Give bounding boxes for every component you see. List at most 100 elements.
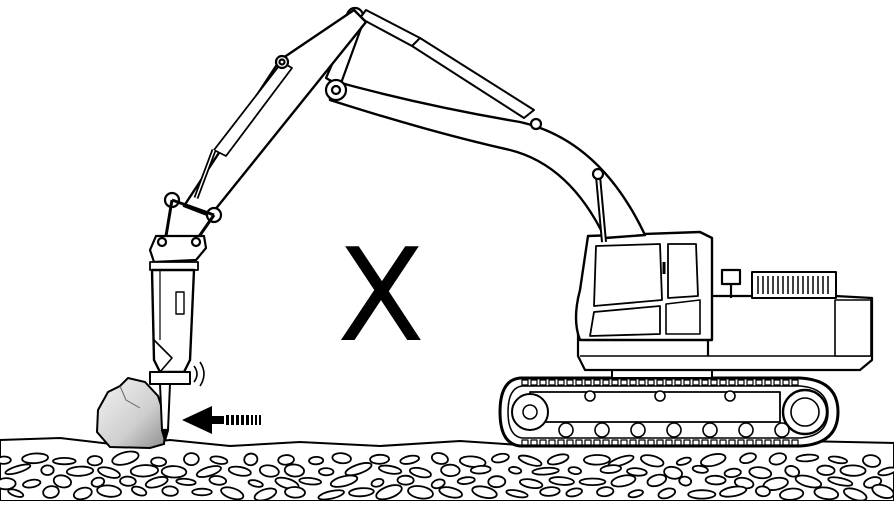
track-link: [630, 440, 636, 445]
ground-stone: [580, 479, 606, 486]
ground-stone: [88, 456, 103, 466]
track-link: [594, 380, 600, 385]
track-link: [531, 380, 537, 385]
ground-stone: [192, 489, 212, 496]
track-link: [729, 440, 735, 445]
track-link: [540, 380, 546, 385]
track-link: [531, 440, 537, 445]
track-roller: [667, 423, 681, 437]
ground-stone: [488, 476, 505, 488]
track-link: [612, 440, 618, 445]
track-roller: [595, 423, 609, 437]
track-link: [711, 440, 717, 445]
ground-stone: [817, 465, 835, 475]
ground-stone: [840, 465, 865, 476]
ground-stone: [162, 486, 178, 496]
track-link: [711, 380, 717, 385]
track-link: [738, 440, 744, 445]
track-link: [585, 380, 591, 385]
track-roller: [631, 423, 645, 437]
prohibition-mark: X: [336, 232, 426, 362]
ground-stone: [370, 454, 389, 464]
track-link: [522, 440, 528, 445]
track-link: [576, 440, 582, 445]
track-link: [666, 380, 672, 385]
ground-stone: [162, 466, 187, 478]
track-link: [540, 440, 546, 445]
ground-stone: [0, 456, 11, 464]
track-link: [576, 380, 582, 385]
track-link: [630, 380, 636, 385]
track-link: [567, 440, 573, 445]
carrier-roller: [725, 391, 735, 401]
track-link: [675, 440, 681, 445]
track-link: [666, 440, 672, 445]
track-link: [603, 380, 609, 385]
track-roller: [703, 423, 717, 437]
track-link: [702, 380, 708, 385]
track-link: [558, 440, 564, 445]
track-link: [657, 380, 663, 385]
push-direction-arrow-icon: [182, 406, 261, 434]
track-link: [603, 440, 609, 445]
upper-structure: [576, 232, 872, 378]
ground-stone: [176, 478, 196, 486]
track-link: [747, 440, 753, 445]
track-link: [747, 380, 753, 385]
track-link: [792, 380, 798, 385]
track-roller: [739, 423, 753, 437]
track-link: [783, 440, 789, 445]
track-link: [684, 380, 690, 385]
track-link: [720, 440, 726, 445]
crawler-track: [500, 378, 838, 446]
track-link: [783, 380, 789, 385]
ground-stone: [705, 475, 725, 484]
track-roller: [775, 423, 789, 437]
track-link: [549, 380, 555, 385]
track-link: [693, 440, 699, 445]
ground-stone: [471, 465, 491, 474]
track-link: [774, 380, 780, 385]
ground-stone: [120, 476, 136, 486]
ground-stone: [151, 457, 166, 466]
ground-stone: [441, 464, 460, 476]
track-link: [738, 380, 744, 385]
track-link: [585, 440, 591, 445]
track-link: [657, 440, 663, 445]
track-link: [765, 380, 771, 385]
track-link: [648, 440, 654, 445]
ground-stone: [319, 468, 334, 475]
track-link: [648, 380, 654, 385]
ground-stone: [584, 455, 610, 465]
boom-arm: [326, 8, 645, 242]
track-link: [774, 440, 780, 445]
track-link: [756, 440, 762, 445]
track-link: [639, 440, 645, 445]
ground-stone: [53, 458, 76, 464]
track-roller: [559, 423, 573, 437]
ground-stone: [688, 490, 715, 498]
ground-stone: [67, 466, 94, 477]
track-link: [567, 380, 573, 385]
track-link: [558, 380, 564, 385]
track-link: [792, 440, 798, 445]
track-link: [684, 440, 690, 445]
track-link: [594, 440, 600, 445]
ground-stone: [755, 486, 770, 497]
ground-stone: [285, 486, 306, 498]
carrier-roller: [655, 391, 665, 401]
carrier-roller: [585, 391, 595, 401]
track-link: [639, 380, 645, 385]
track-link: [720, 380, 726, 385]
track-link: [693, 380, 699, 385]
track-link: [549, 440, 555, 445]
ground-stone: [397, 476, 413, 485]
track-link: [702, 440, 708, 445]
track-link: [612, 380, 618, 385]
ground-stone: [0, 478, 16, 490]
track-link: [621, 440, 627, 445]
excavator-icon: [150, 8, 872, 446]
stick-arm: [165, 10, 366, 238]
